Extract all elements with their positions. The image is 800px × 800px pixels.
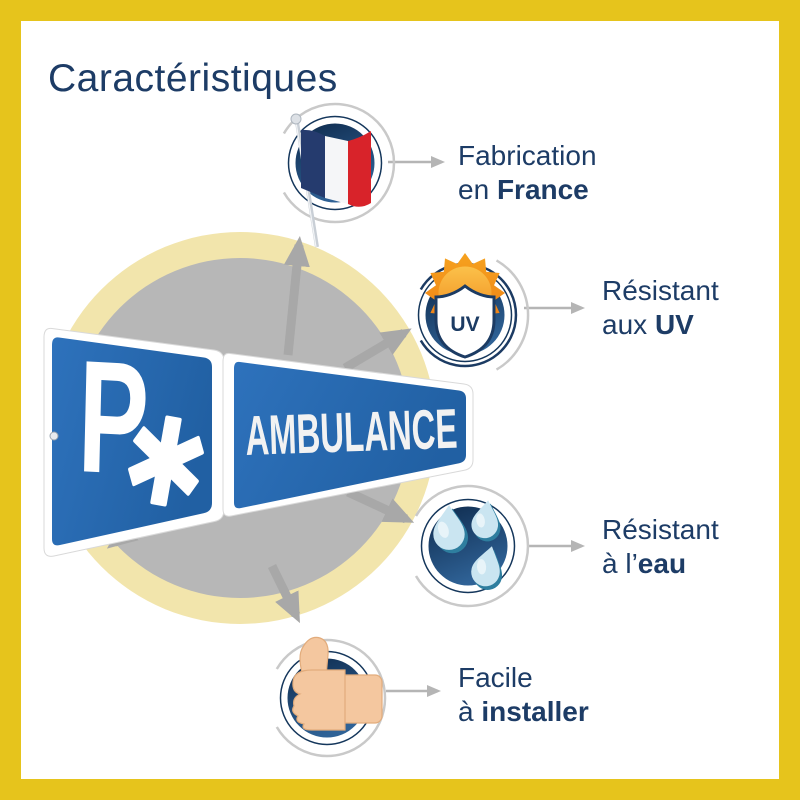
feature-line2: à l’eau <box>602 548 687 579</box>
ambulance-panel: AMBULANCE <box>222 352 474 517</box>
page-title: Caractéristiques <box>48 57 338 101</box>
feature-line1: Facile <box>458 662 533 693</box>
uv-badge-text: UV <box>450 313 479 336</box>
thumbs-up-icon <box>279 636 383 746</box>
feature-line1: Résistant <box>602 514 719 545</box>
radiating-arrow-upper-right <box>342 328 412 372</box>
feature-line2: à installer <box>458 696 589 727</box>
parking-panel: P <box>43 326 225 557</box>
parking-sign: P AMBULANCE <box>43 326 474 557</box>
radiating-arrow-lower-right <box>346 487 415 524</box>
water-drop <box>433 505 469 554</box>
ambulance-text: AMBULANCE <box>244 397 458 467</box>
feature-fabrication-france: Fabrication en France <box>458 139 597 207</box>
mounting-hole <box>49 431 59 441</box>
uv-shield-icon: UV <box>417 253 513 363</box>
label-connectors <box>386 156 585 697</box>
feature-resistant-uv: Résistant aux UV <box>602 274 719 342</box>
feature-facile-installer: Facile à installer <box>458 661 589 729</box>
shield-shape <box>434 284 496 359</box>
feature-line1: Résistant <box>602 275 719 306</box>
star-of-life-icon <box>128 415 204 507</box>
radiating-arrow-down <box>267 564 301 624</box>
water-drops-icon <box>420 498 516 594</box>
feature-line2: en France <box>458 174 589 205</box>
water-drop <box>471 546 503 590</box>
feature-resistant-eau: Résistant à l’eau <box>602 513 719 581</box>
feature-line2: aux UV <box>602 309 694 340</box>
french-flag-icon <box>287 113 383 248</box>
water-drop <box>471 500 501 542</box>
thumbs-up-hand <box>292 636 383 731</box>
feature-line1: Fabrication <box>458 140 597 171</box>
radiating-arrow-up <box>283 236 310 356</box>
